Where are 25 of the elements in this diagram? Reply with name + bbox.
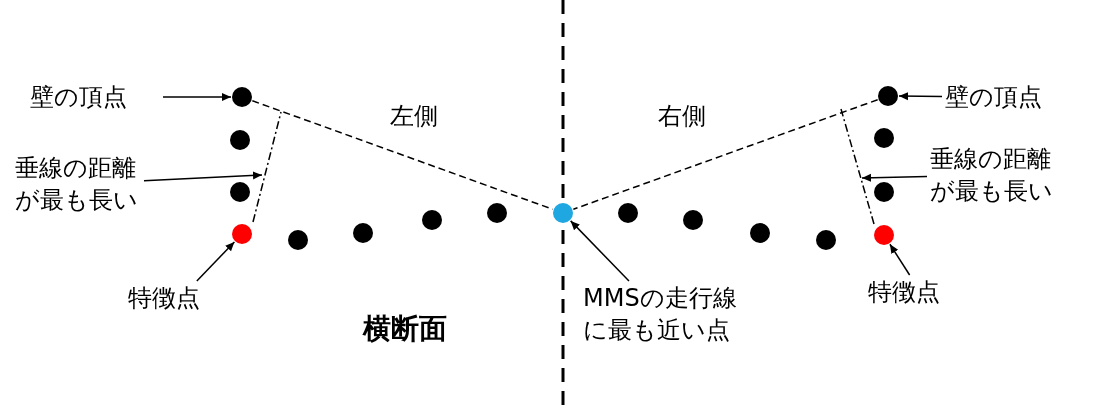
arrow: [889, 243, 911, 276]
section-title: 横断面: [363, 313, 447, 345]
side-label: 左側: [390, 101, 438, 132]
annotation-text: 垂線の距離が最も長い: [15, 152, 141, 216]
arrow: [162, 93, 232, 101]
side-label: 右側: [658, 101, 706, 132]
annotation-text: MMSの走行線に最も近い点: [583, 282, 739, 346]
arrow: [196, 241, 236, 282]
point-marker: [878, 86, 898, 106]
annotation-text: 特徴点: [868, 276, 973, 308]
arrow: [143, 171, 263, 182]
perpendicular-line: [252, 111, 282, 223]
annotation-text: 壁の頂点: [30, 81, 160, 113]
arrow: [898, 92, 943, 101]
point-marker: [232, 87, 252, 107]
perpendicular-line: [840, 108, 875, 225]
connector-line: [572, 99, 879, 210]
annotation-text: 壁の頂点: [945, 81, 1075, 113]
point-marker: [874, 225, 894, 245]
arrow: [569, 220, 630, 282]
annotation-text: 特徴点: [128, 282, 233, 314]
arrow: [861, 173, 928, 182]
point-marker: [553, 203, 573, 223]
annotation-text: 垂線の距離が最も長い: [930, 143, 1056, 207]
point-marker: [232, 224, 252, 244]
